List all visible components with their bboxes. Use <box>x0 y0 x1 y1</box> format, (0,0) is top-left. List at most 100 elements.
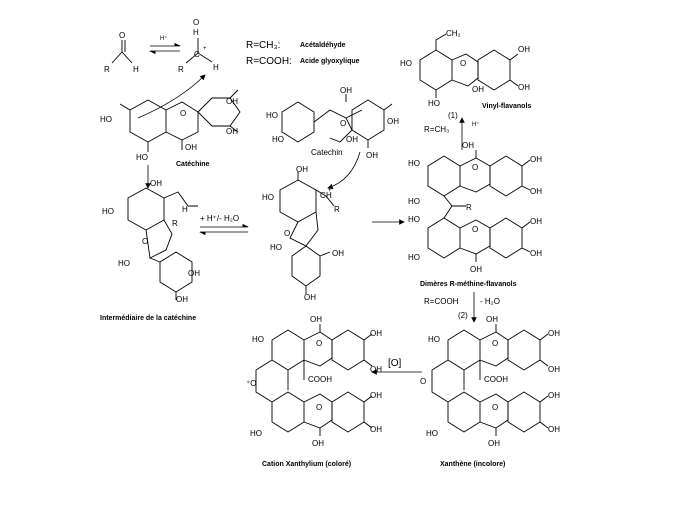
curved-arrow-condensation <box>327 151 361 190</box>
atom-OH: OH <box>462 141 474 150</box>
atom-R: R <box>104 65 110 74</box>
atom-OH: OH <box>472 85 484 94</box>
atom-HO: HO <box>266 111 278 120</box>
atom-OH: OH <box>340 86 352 95</box>
atom-OH: OH <box>518 45 530 54</box>
atom-HO: HO <box>252 335 264 344</box>
atom-HO: HO <box>408 215 420 224</box>
protonation-equilibrium-arrows: H⁺ <box>149 35 181 55</box>
step1-arrow: (1) R=CH₃ H⁺ <box>424 111 480 150</box>
atom-OH: OH <box>310 315 322 324</box>
step1-condition: R=CH₃ <box>424 125 449 134</box>
atom-H: H <box>193 28 199 37</box>
atom-HO: HO <box>426 429 438 438</box>
flavanol-carbocation-molecule: OH HO C H + R O HO OH OH <box>262 165 344 302</box>
atom-O: O <box>460 59 466 68</box>
atom-OH: OH <box>530 249 542 258</box>
atom-OH: OH <box>470 265 482 274</box>
atom-OH: OH <box>548 329 560 338</box>
atom-HO: HO <box>272 135 284 144</box>
atom-HO: HO <box>136 153 148 162</box>
atom-OH: OH <box>370 425 382 434</box>
charge-plus: + <box>203 46 207 52</box>
atom-O: O <box>472 163 478 172</box>
proton-label: H⁺ <box>160 35 168 42</box>
step2-loss: - H₂O <box>480 297 500 306</box>
xanthene-molecule: OH HO O OH OH O COOH O OH OH HO OH Xanth… <box>420 315 560 468</box>
atom-HO: HO <box>102 207 114 216</box>
dimeres-label: Dimères R-méthine-flavanols <box>420 281 517 288</box>
atom-O: O <box>492 403 498 412</box>
atom-OH: OH <box>304 293 316 302</box>
atom-plus-O: ⁺O <box>246 379 256 388</box>
vinyl-flavanol-molecule: CH₂ HO O OH OH OH HO Vinyl-flavanols <box>400 29 531 110</box>
atom-HO: HO <box>250 429 262 438</box>
atom-OH: OH <box>226 97 238 106</box>
atom-R: R <box>334 205 340 214</box>
intermediate-molecule: OH HO H R O HO OH OH Intermédiaire de la… <box>100 179 200 322</box>
atom-OH: OH <box>486 315 498 324</box>
catechin-label: Catechin <box>311 148 343 157</box>
methine-dimer-molecule: OH HO O OH OH HO R HO O OH OH HO OH Dimè… <box>408 141 542 288</box>
oxidation-arrow: [O] <box>371 358 422 375</box>
atom-H: H <box>326 191 332 200</box>
atom-HO: HO <box>408 159 420 168</box>
atom-OH: OH <box>226 127 238 136</box>
atom-R: R <box>172 219 178 228</box>
atom-OH: OH <box>488 439 500 448</box>
atom-COOH: COOH <box>484 375 508 384</box>
atom-O: O <box>472 225 478 234</box>
atom-OH: OH <box>530 187 542 196</box>
atom-R: R <box>178 65 184 74</box>
oxidation-label: [O] <box>388 358 402 369</box>
atom-OH: OH <box>370 329 382 338</box>
atom-OH: OH <box>370 365 382 374</box>
intermediaire-label: Intermédiaire de la catéchine <box>100 315 196 322</box>
atom-O: O <box>284 229 290 238</box>
atom-O: O <box>492 339 498 348</box>
atom-OH: OH <box>548 425 560 434</box>
step1-proton: H⁺ <box>472 121 480 128</box>
atom-COOH: COOH <box>308 375 332 384</box>
glyoxylic-name: Acide glyoxylique <box>300 58 360 65</box>
atom-OH: OH <box>346 135 358 144</box>
vinyl-label: Vinyl-flavanols <box>482 103 531 110</box>
step2-number: (2) <box>458 311 468 320</box>
atom-HO: HO <box>262 193 274 202</box>
atom-OH: OH <box>387 117 399 126</box>
atom-OH: OH <box>548 365 560 374</box>
atom-OH: OH <box>518 83 530 92</box>
reagent-legend: R=CH₃: Acétaldéhyde R=COOH: Acide glyoxy… <box>246 40 360 67</box>
atom-HO: HO <box>118 259 130 268</box>
atom-OH: OH <box>548 391 560 400</box>
dehydration-equilibrium: + H⁺/- H₂O <box>199 214 249 236</box>
atom-O: O <box>180 109 186 118</box>
atom-R: R <box>466 203 472 212</box>
atom-HO: HO <box>400 59 412 68</box>
catechine-label: Catéchine <box>176 161 210 168</box>
acetaldehyde-name: Acétaldéhyde <box>300 42 346 49</box>
step2-arrow: R=COOH - H₂O (2) <box>424 292 500 323</box>
atom-OH: OH <box>188 269 200 278</box>
atom-OH: OH <box>366 151 378 160</box>
atom-OH: OH <box>176 295 188 304</box>
xanthylium-molecule: OH HO O OH OH ⁺O COOH O OH OH HO OH Cati… <box>246 315 382 468</box>
step2-condition: R=COOH <box>424 297 459 306</box>
atom-H: H <box>133 65 139 74</box>
atom-OH: OH <box>312 439 324 448</box>
atom-CH2: CH₂ <box>446 29 461 38</box>
atom-O: O <box>119 31 125 40</box>
charge-plus: + <box>328 188 332 194</box>
atom-OH: OH <box>150 179 162 188</box>
atom-C: C <box>320 191 326 200</box>
atom-OH: OH <box>530 217 542 226</box>
atom-HO: HO <box>100 115 112 124</box>
atom-H: H <box>213 63 219 72</box>
atom-HO: HO <box>270 243 282 252</box>
atom-HO: HO <box>408 197 420 206</box>
atom-HO: HO <box>408 253 420 262</box>
atom-C: C <box>194 50 200 59</box>
atom-OH: OH <box>185 143 197 152</box>
glyoxylic-formula: R=COOH: <box>246 56 292 67</box>
